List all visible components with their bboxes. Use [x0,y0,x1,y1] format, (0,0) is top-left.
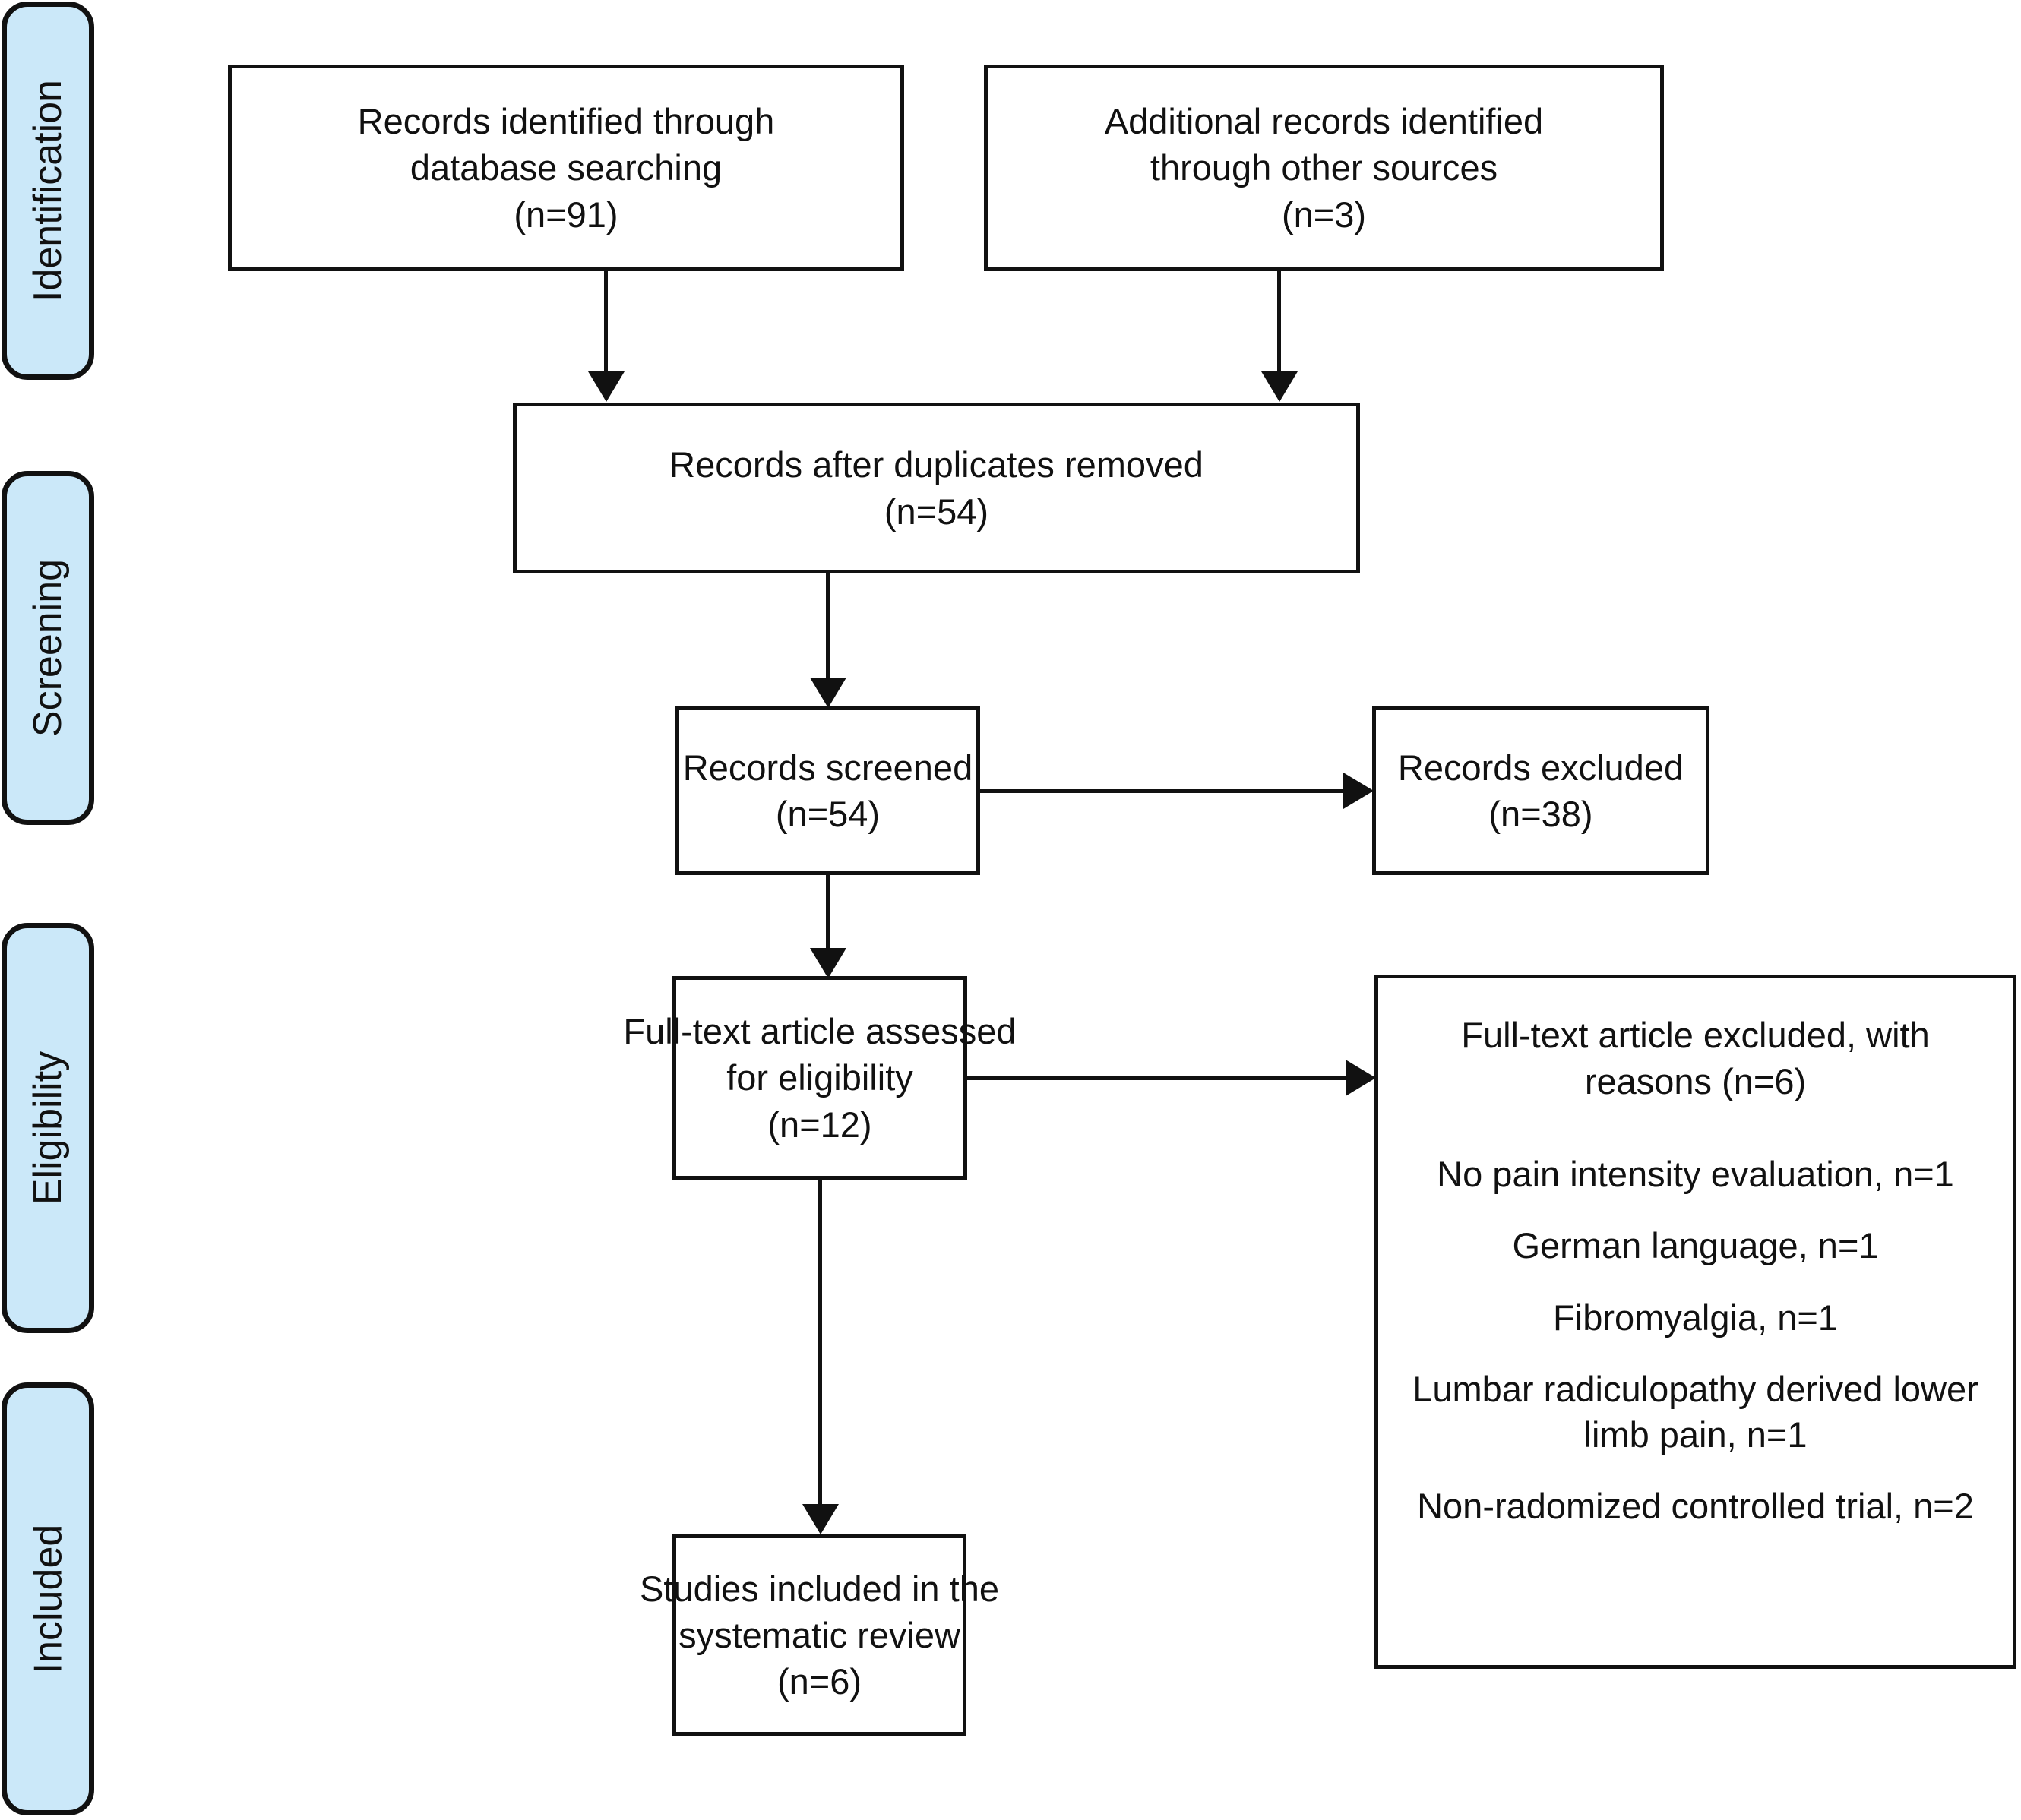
connector-other-sources-to-duplicates [1277,271,1281,374]
box-line: database searching [410,147,723,188]
list-item: Non-radomized controlled trial, n=2 [1392,1483,1999,1529]
box-line: Records after duplicates removed [669,444,1203,485]
box-records-identified-database: Records identified through database sear… [228,65,904,271]
arrowhead-screened-to-fulltext [810,948,846,978]
reason-text: Lumbar radiculopathy derived lower [1412,1368,1978,1409]
arrowhead-duplicates-to-screened [810,678,846,708]
reason-text: No pain intensity evaluation, n=1 [1437,1154,1954,1195]
list-item: Fibromyalgia, n=1 [1392,1295,1999,1341]
arrowhead-screened-to-excluded [1343,773,1374,809]
stage-band-label-included: Included [26,1524,71,1674]
box-line: (n=12) [767,1104,872,1145]
connector-screened-to-excluded [980,789,1345,793]
stage-band-included: Included [2,1382,94,1815]
fulltext-excluded-reason-list: No pain intensity evaluation, n=1 German… [1392,1152,1999,1529]
stage-band-eligibility: Eligibility [2,923,94,1333]
box-line: Studies included in the [640,1568,999,1609]
box-line: reasons (n=6) [1584,1061,1807,1102]
box-records-screened: Records screened (n=54) [675,706,980,875]
box-line: Records screened [682,747,973,788]
stage-band-label-screening: Screening [26,558,70,738]
list-item: Lumbar radiculopathy derived lower limb … [1392,1367,1999,1458]
box-line: Additional records identified [1104,101,1544,142]
box-line: Full-text article assessed [623,1011,1017,1052]
reason-text: Non-radomized controlled trial, n=2 [1417,1485,1974,1526]
connector-database-to-duplicates [604,271,608,374]
box-line: (n=54) [775,794,881,834]
box-records-after-duplicates-removed: Records after duplicates removed (n=54) [513,403,1360,573]
box-studies-included-systematic-review: Studies included in the systematic revie… [640,1534,999,1736]
box-line: for eligibility [726,1057,913,1098]
stage-band-identification: Identification [2,2,94,380]
connector-screened-to-fulltext [826,875,830,951]
box-line: (n=91) [514,194,618,235]
list-item: No pain intensity evaluation, n=1 [1392,1152,1999,1197]
box-line: Records excluded [1397,747,1684,788]
stage-band-label-identification: Identification [26,80,70,302]
box-fulltext-excluded-with-reasons: Full-text article excluded, with reasons… [1374,975,2016,1669]
box-line: through other sources [1150,147,1498,188]
reason-text: limb pain, n=1 [1583,1414,1808,1455]
box-additional-records-other-sources: Additional records identified through ot… [984,65,1664,271]
box-line: systematic review [678,1614,960,1655]
arrowhead-database-to-duplicates [588,371,625,402]
box-line: (n=6) [776,1661,862,1702]
arrowhead-fulltext-to-studies-included [802,1504,839,1534]
connector-fulltext-to-excluded-reasons [967,1076,1347,1080]
box-line: (n=54) [884,491,989,532]
stage-band-screening: Screening [2,471,94,825]
arrowhead-fulltext-to-excluded-reasons [1346,1060,1376,1096]
fulltext-excluded-heading: Full-text article excluded, with reasons… [1392,1012,1999,1104]
box-line: (n=3) [1281,194,1367,235]
box-line: (n=38) [1488,794,1593,834]
connector-fulltext-to-studies-included [818,1180,822,1506]
reason-text: German language, n=1 [1512,1225,1879,1266]
stage-band-label-eligibility: Eligibility [26,1051,71,1205]
reason-text: Fibromyalgia, n=1 [1553,1297,1838,1338]
connector-duplicates-to-screened [826,573,830,680]
box-records-excluded: Records excluded (n=38) [1372,706,1709,875]
arrowhead-other-sources-to-duplicates [1261,371,1298,402]
box-fulltext-assessed-for-eligibility: Full-text article assessed for eligibili… [623,976,1017,1180]
list-item: German language, n=1 [1392,1223,1999,1269]
box-line: Full-text article excluded, with [1461,1015,1930,1055]
box-line: Records identified through [357,101,775,142]
